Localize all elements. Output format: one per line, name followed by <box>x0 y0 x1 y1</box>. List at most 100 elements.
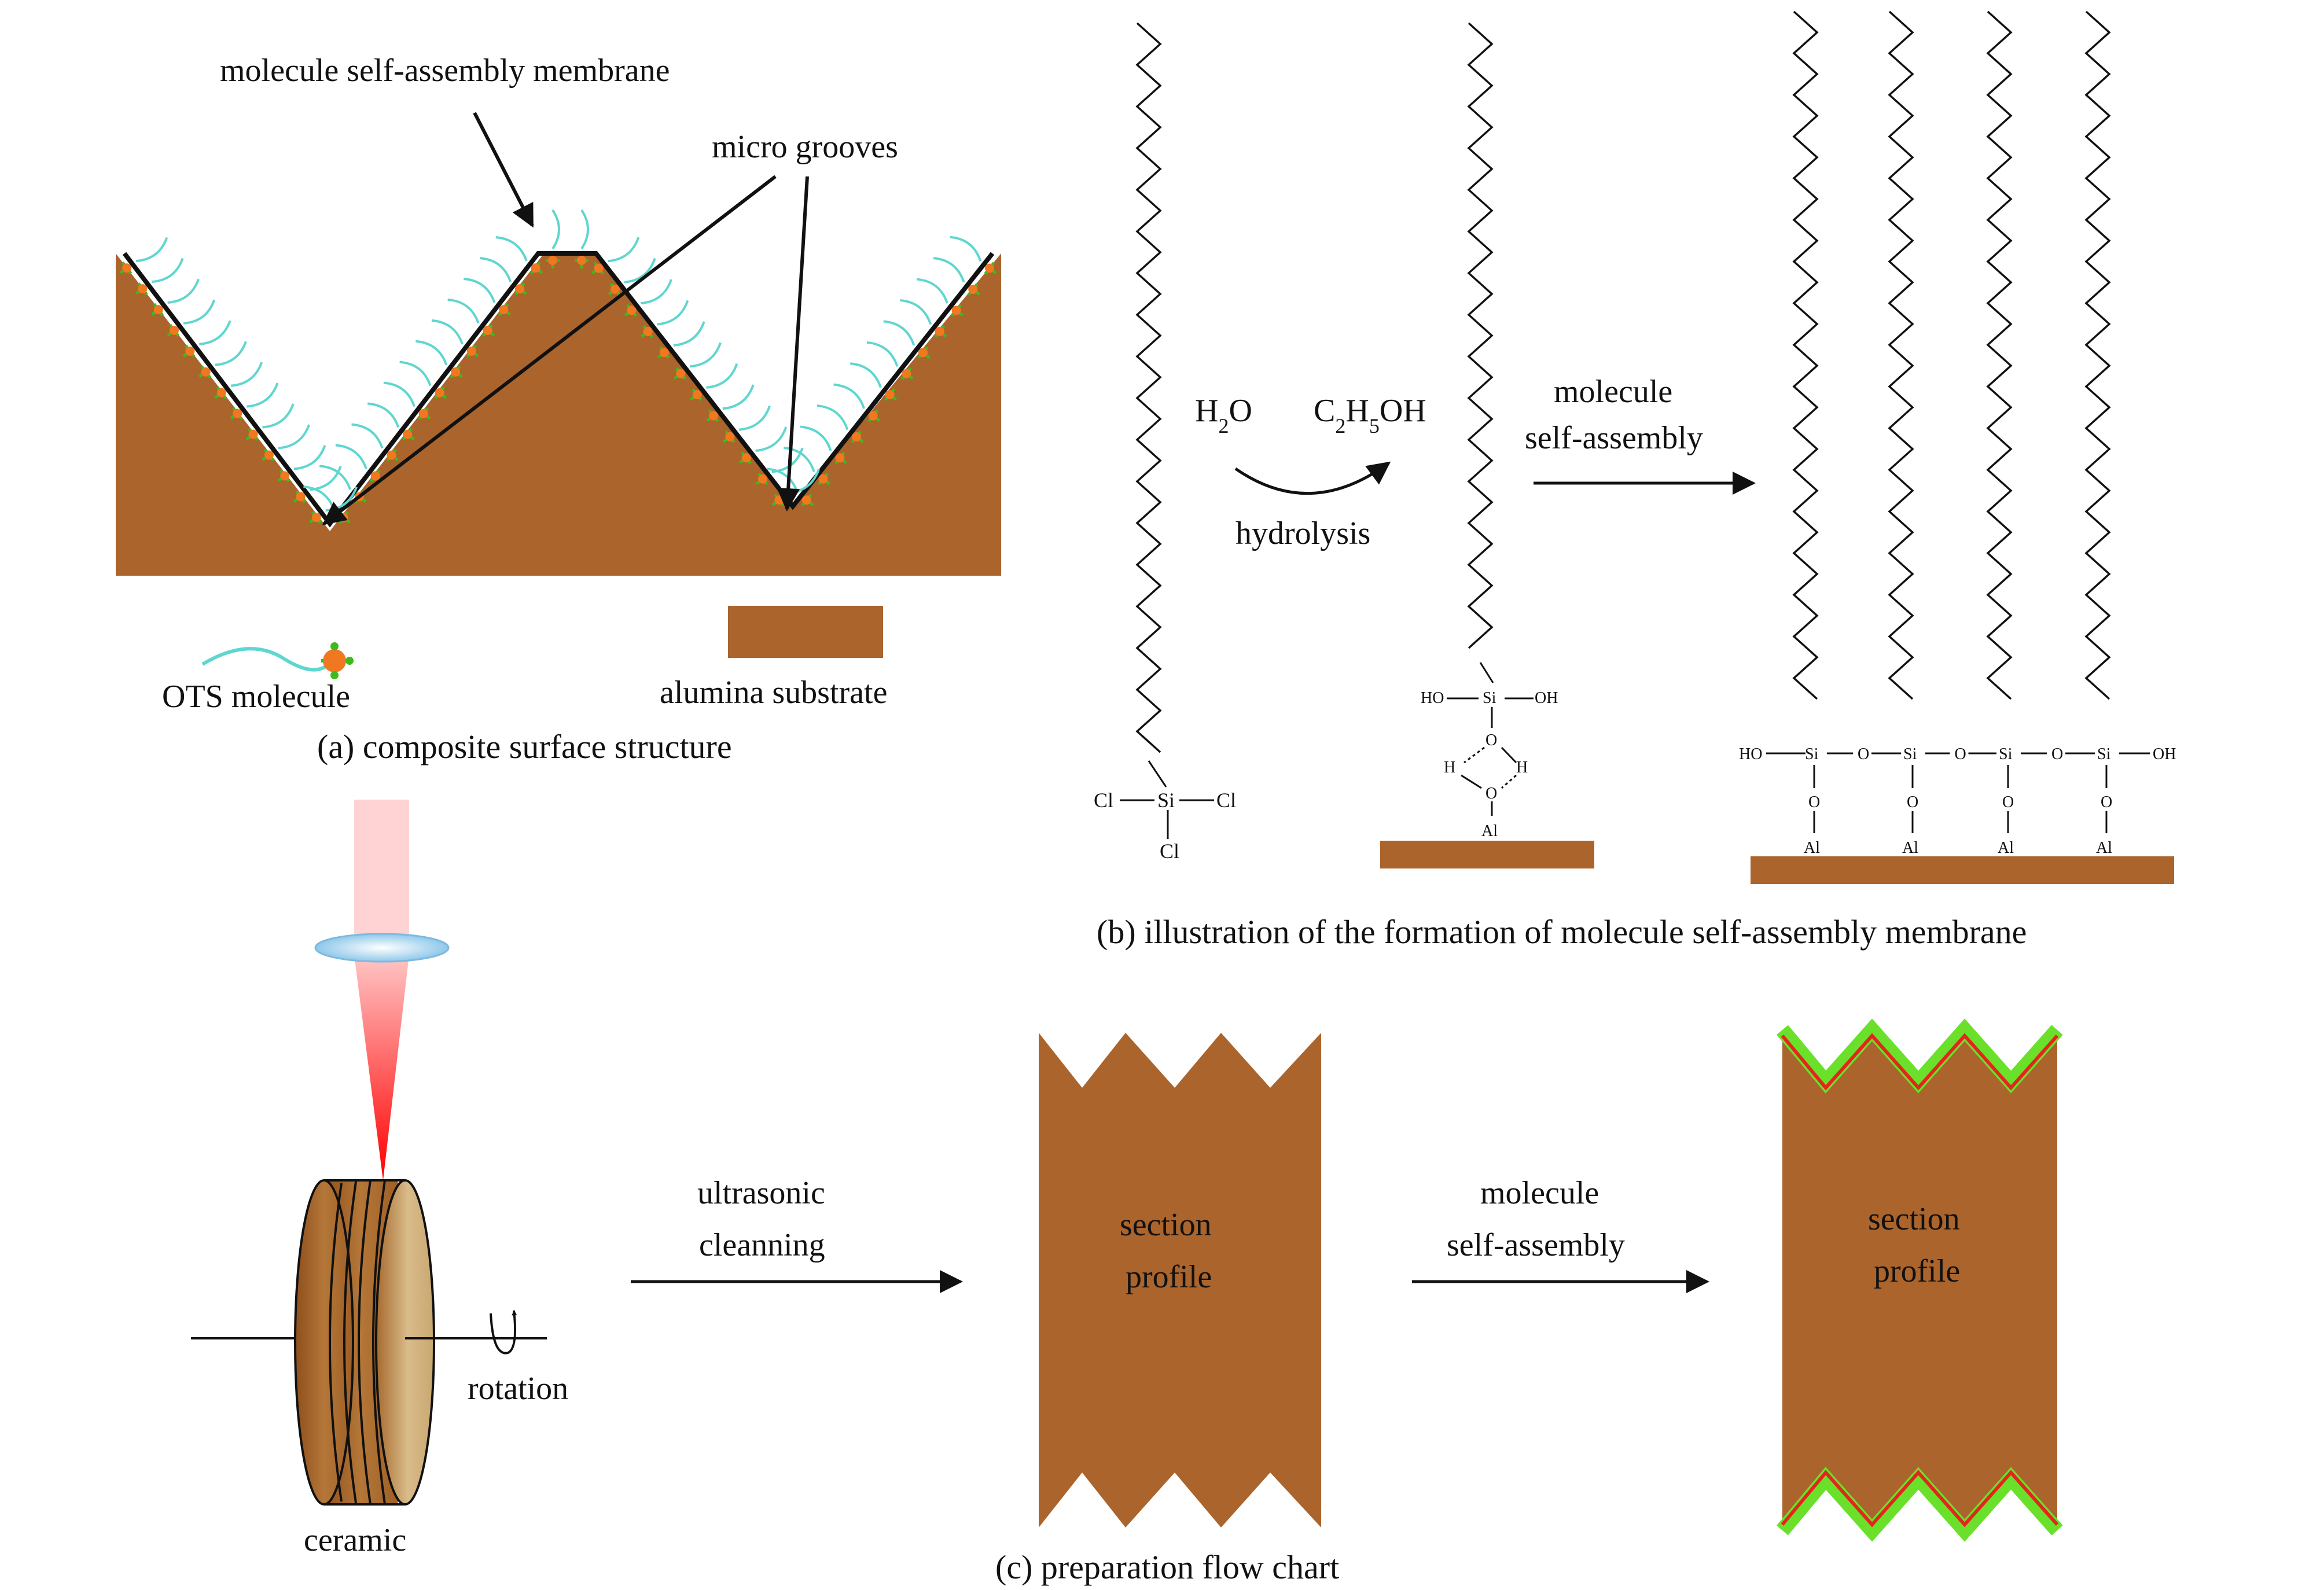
label-micro-grooves: micro grooves <box>712 129 898 165</box>
alkyl-chain <box>1467 22 1494 649</box>
caption-c: (c) preparation flow chart <box>995 1548 1339 1586</box>
atom-si: Si <box>1903 745 1917 763</box>
atom-o-lower: O <box>1485 785 1497 803</box>
atom-cl-right: Cl <box>1216 789 1236 812</box>
atom-h-left: H <box>1444 759 1455 776</box>
ots-head-icon <box>323 649 346 672</box>
section-profile-grooved <box>1039 1033 1321 1528</box>
groove-arrow-left <box>322 175 777 525</box>
ots-molecule <box>447 298 495 337</box>
coating-green-bottom <box>1777 1467 2063 1542</box>
ots-molecule <box>383 381 431 420</box>
ots-molecule <box>641 300 689 338</box>
ots-tail-icon <box>201 647 334 672</box>
legend-ots-molecule: OTS molecule <box>162 642 354 715</box>
ots-molecule <box>119 237 168 275</box>
ots-molecule <box>479 257 527 296</box>
ots-molecule <box>800 425 847 465</box>
ots-molecule <box>900 299 947 338</box>
ots-molecule <box>230 382 279 420</box>
ceramic-disc <box>294 1179 435 1506</box>
ots-molecule <box>591 237 640 275</box>
alkyl-chain <box>1792 10 1819 700</box>
legend-substrate-label: alumina substrate <box>660 675 887 711</box>
atom-cl-bottom: Cl <box>1160 840 1179 863</box>
rotation-arrow-icon <box>490 1310 517 1355</box>
panel-c-preparation-flow: rotation ceramic ultrasonic cleanning se… <box>191 800 2063 1586</box>
ots-molecule <box>784 446 831 485</box>
atom-si: Si <box>1999 745 2013 763</box>
ots-molecule <box>351 423 399 462</box>
atom-o-bridge: O <box>1955 745 1966 763</box>
alkyl-chain <box>1135 22 1162 753</box>
reagent-water: H2O <box>1195 393 1252 437</box>
silanol-molecule: HO Si OH O H H O Al <box>1380 662 1594 868</box>
coating-green-top <box>1777 1018 2063 1094</box>
arrow-label-line2: self-assembly <box>1525 420 1703 456</box>
ots-molecule <box>546 209 560 268</box>
ots-molecule <box>245 403 295 441</box>
ots-molecule <box>917 278 964 317</box>
ots-molecule <box>883 320 931 359</box>
atom-o-bridge: O <box>1858 745 1869 763</box>
legend-ots-label: OTS molecule <box>162 679 350 715</box>
section-profile-coated <box>1782 1033 2057 1528</box>
ots-molecule <box>151 278 200 316</box>
ots-molecule <box>866 341 914 380</box>
block2-label-line2: profile <box>1874 1253 1960 1289</box>
ots-molecule <box>214 362 263 399</box>
atom-si: Si <box>1805 745 1819 763</box>
ots-molecule <box>399 360 447 399</box>
atom-si-2: Si <box>1483 689 1496 707</box>
ceramic-disc-face <box>375 1179 435 1506</box>
atom-ho-2: HO <box>1421 689 1444 707</box>
atom-o-bridge: O <box>2051 745 2063 763</box>
caption-b: (b) illustration of the formation of mol… <box>1097 913 2027 951</box>
ots-molecule <box>722 405 771 443</box>
ots-molecule <box>624 279 672 317</box>
hydrolysis-curved-arrow <box>1234 461 1391 495</box>
atom-ho-end: HO <box>1739 745 1762 763</box>
laser-source-beam <box>354 800 409 943</box>
alkyl-chain <box>2084 10 2111 700</box>
alkyl-chain <box>1986 10 2013 700</box>
alkyl-chains <box>1135 10 2111 753</box>
ots-molecule <box>690 363 738 402</box>
caption-a: (a) composite surface structure <box>317 728 732 765</box>
substrate-swatch <box>728 606 883 658</box>
step2-label-line1: molecule <box>1480 1175 1599 1211</box>
ots-trichlorosilane: Si Cl Cl Cl <box>1094 760 1236 863</box>
ots-molecule <box>135 257 184 296</box>
block1-label-line2: profile <box>1126 1259 1212 1295</box>
atom-si: Si <box>2097 745 2111 763</box>
atom-al: Al <box>1902 839 1918 857</box>
label-membrane: molecule self-assembly membrane <box>220 53 670 89</box>
label-ceramic: ceramic <box>304 1522 406 1558</box>
ots-molecule <box>367 402 415 441</box>
atom-al: Al <box>2096 839 2112 857</box>
siloxane-unit: SiO Al <box>2096 745 2150 857</box>
atom-si-1: Si <box>1157 789 1175 812</box>
step1-label-line1: ultrasonic <box>697 1175 825 1211</box>
atom-o: O <box>1808 793 1820 811</box>
atom-o: O <box>2002 793 2014 811</box>
ots-molecule <box>933 257 980 296</box>
coating-red-top <box>1781 1033 2059 1091</box>
coating-red-bottom <box>1781 1470 2059 1528</box>
ots-molecule <box>817 404 864 443</box>
ots-molecule <box>833 383 881 422</box>
atom-o: O <box>2101 793 2112 811</box>
groove-surface-outline <box>122 251 995 528</box>
ots-molecule <box>335 444 383 483</box>
panel-b-membrane-formation: Si Cl Cl Cl H2O C2H5OH hydrolysis HO Si … <box>1094 10 2176 951</box>
ots-molecule <box>495 236 543 275</box>
substrate-bar-middle <box>1380 841 1594 868</box>
membrane-pointer-arrow <box>473 112 534 228</box>
reagent-ethanol: C2H5OH <box>1314 393 1426 437</box>
step2-label-line2: self-assembly <box>1447 1227 1625 1263</box>
ots-molecule <box>262 424 311 462</box>
